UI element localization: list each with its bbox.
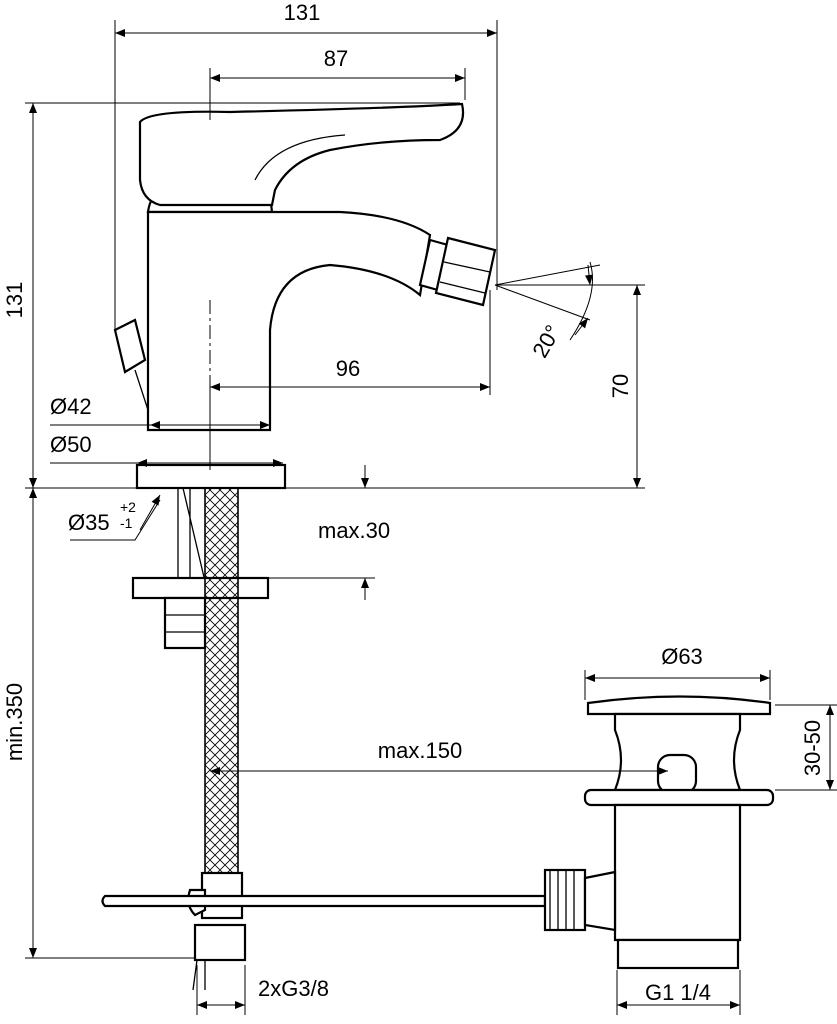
label-hose-length: min.350 xyxy=(2,683,27,761)
dimension-labels: 131 87 131 96 70 20° Ø42 Ø50 Ø35 +2 -1 m… xyxy=(2,0,825,1005)
dimension-lines xyxy=(25,20,837,1015)
label-spray-angle: 20° xyxy=(527,321,565,362)
label-waste-height: 30-50 xyxy=(800,720,825,776)
label-lever-width: 87 xyxy=(324,46,348,71)
label-hole-tol-minus: -1 xyxy=(120,515,133,531)
label-overall-height: 131 xyxy=(2,282,27,319)
label-overall-width: 131 xyxy=(284,0,321,25)
label-waste-diameter: Ø63 xyxy=(661,644,703,669)
label-spout-reach: 96 xyxy=(336,356,360,381)
label-spout-height: 70 xyxy=(608,374,633,398)
faucet xyxy=(113,102,497,490)
waste-valve xyxy=(543,695,775,970)
label-waste-thread: G1 1/4 xyxy=(645,980,711,1005)
label-rod-length: max.150 xyxy=(378,738,462,763)
label-base-diameter: Ø50 xyxy=(50,432,92,457)
mounting-parts xyxy=(101,487,547,991)
label-hole-diameter: Ø35 xyxy=(68,510,110,535)
label-connections: 2xG3/8 xyxy=(258,976,329,1001)
label-deck-thickness: max.30 xyxy=(318,518,390,543)
label-hole-tol-plus: +2 xyxy=(120,499,136,515)
label-body-diameter: Ø42 xyxy=(50,394,92,419)
